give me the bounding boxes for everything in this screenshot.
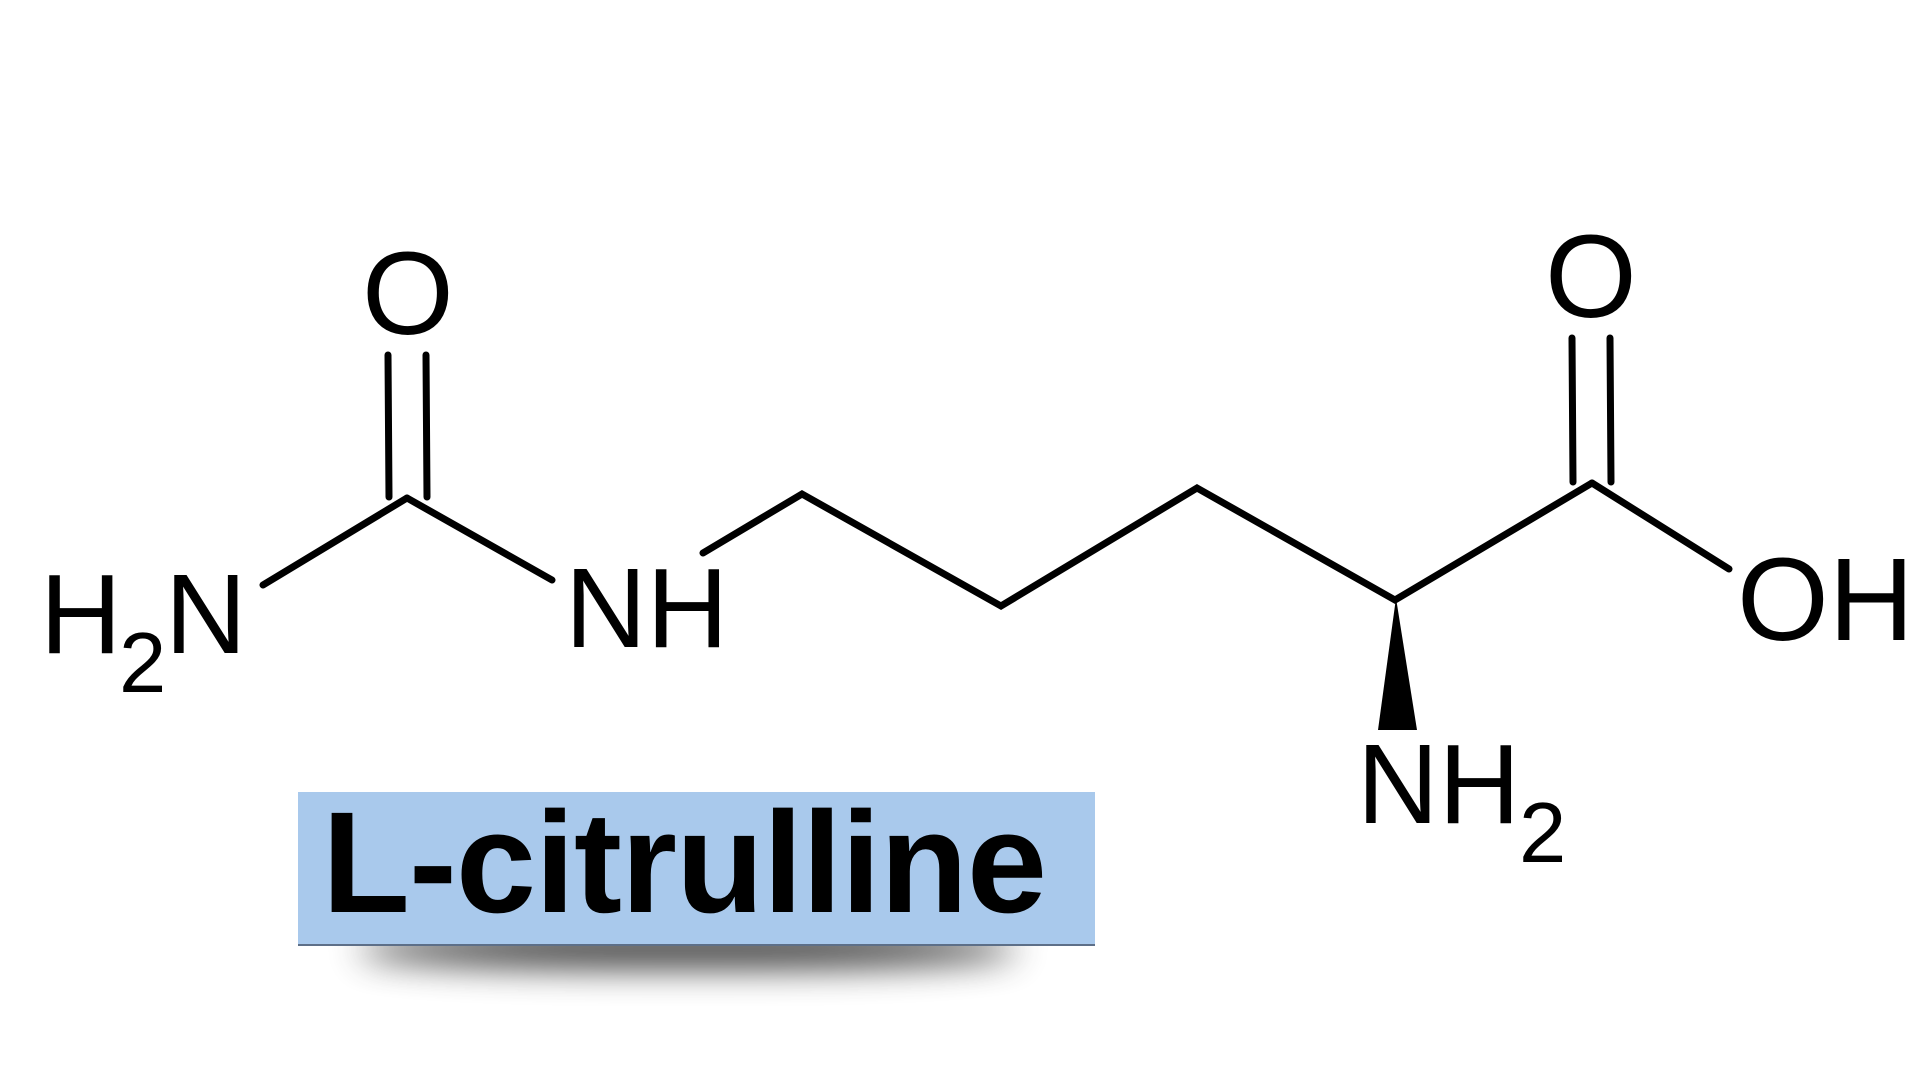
atom-h2n-h: H bbox=[40, 551, 122, 677]
atom-carboxyl-oh: OH bbox=[1737, 534, 1914, 666]
compound-name-text: L-citrulline bbox=[322, 782, 1047, 943]
compound-name-label: L-citrulline bbox=[298, 786, 1095, 966]
atom-urea-nh: NH bbox=[565, 545, 728, 671]
atom-alpha-subscript: 2 bbox=[1519, 786, 1566, 881]
bond-urea-carbon-nh bbox=[403, 494, 556, 584]
bond-carboxyl-hydroxyl bbox=[1588, 479, 1733, 573]
atom-urea-oxygen: O bbox=[362, 228, 454, 360]
label-box: L-citrulline bbox=[298, 786, 1095, 946]
bond-h2n-urea-carbon bbox=[259, 494, 411, 589]
bond-urea-carbonyl-right bbox=[422, 351, 431, 501]
bond-urea-carbonyl-left bbox=[384, 351, 393, 501]
atom-carboxyl-oxygen: O bbox=[1545, 211, 1637, 343]
atom-h2n-n: N bbox=[165, 551, 247, 677]
wedge-bond-alpha-amine bbox=[1378, 598, 1417, 730]
bond-carboxyl-carbonyl-right bbox=[1606, 334, 1615, 486]
bond-carboxyl-carbonyl-left bbox=[1568, 334, 1577, 486]
atom-h2n-subscript: 2 bbox=[119, 616, 166, 711]
bond-carbon-chain bbox=[699, 479, 1596, 611]
atom-alpha-nh: NH bbox=[1357, 721, 1520, 847]
